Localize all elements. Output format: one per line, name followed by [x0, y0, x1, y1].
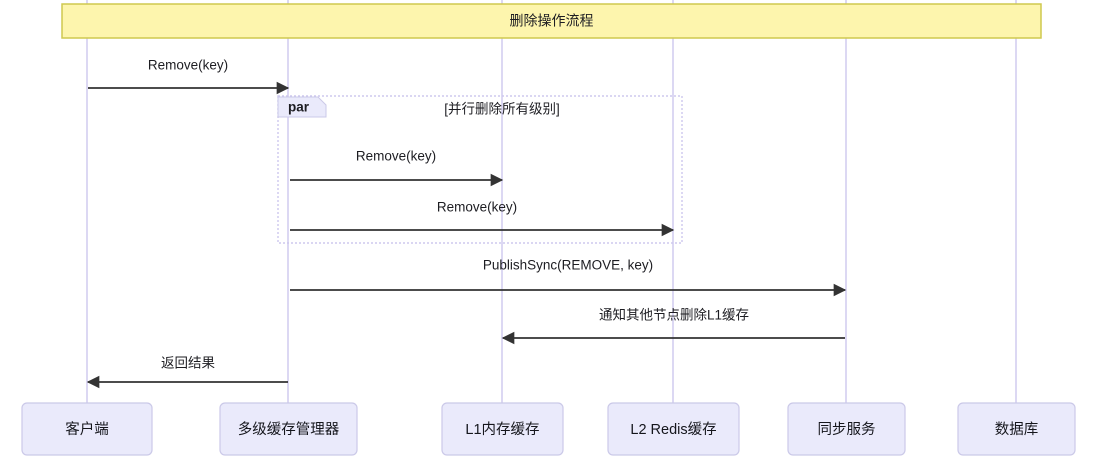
participant-manager[interactable]: 多级缓存管理器	[219, 402, 358, 456]
participant-label-l1: L1内存缓存	[465, 421, 539, 438]
msg-remove-l1: Remove(key)	[290, 149, 504, 187]
participant-label-client: 客户端	[65, 421, 109, 438]
diagram-title-bar: 删除操作流程	[61, 3, 1042, 39]
msg-return-result: 返回结果	[86, 356, 288, 389]
msg-return-result-label: 返回结果	[161, 356, 215, 371]
participant-box-manager[interactable]	[219, 402, 358, 456]
par-fragment-tab	[277, 96, 327, 118]
participant-box-db[interactable]	[957, 402, 1076, 456]
messages-group: Remove(key) Remove(key) Remove(key) Publish…	[86, 58, 847, 389]
participant-label-sync: 同步服务	[818, 421, 876, 438]
participant-l2[interactable]: L2 Redis缓存	[607, 402, 740, 456]
title-box	[61, 3, 1042, 39]
par-fragment: par [并行删除所有级别]	[277, 95, 683, 244]
participant-box-l1[interactable]	[441, 402, 564, 456]
participant-sync[interactable]: 同步服务	[787, 402, 906, 456]
diagram-title: 删除操作流程	[510, 13, 594, 29]
par-fragment-tab-label: par	[288, 100, 310, 115]
msg-notify-nodes: 通知其他节点删除L1缓存	[501, 307, 845, 345]
participant-label-l2: L2 Redis缓存	[630, 421, 716, 438]
lifelines-group	[86, 0, 1017, 403]
participant-label-db: 数据库	[995, 421, 1039, 438]
par-fragment-condition: [并行删除所有级别]	[444, 102, 560, 117]
msg-publishsync-label: PublishSync(REMOVE, key)	[483, 258, 653, 273]
msg-notify-nodes-label: 通知其他节点删除L1缓存	[599, 307, 749, 323]
participant-box-client[interactable]	[21, 402, 153, 456]
participant-label-manager: 多级缓存管理器	[238, 421, 340, 438]
msg-remove-l2-label: Remove(key)	[437, 200, 517, 215]
participant-client[interactable]: 客户端	[21, 402, 153, 456]
participant-box-sync[interactable]	[787, 402, 906, 456]
msg-remove-client: Remove(key)	[88, 58, 290, 95]
participant-l1[interactable]: L1内存缓存	[441, 402, 564, 456]
participant-db[interactable]: 数据库	[957, 402, 1076, 456]
actors-group: 客户端 多级缓存管理器 L1内存缓存 L2 Redis缓存 同步服务 数据库	[21, 402, 1076, 456]
msg-remove-l1-label: Remove(key)	[356, 149, 436, 164]
participant-box-l2[interactable]	[607, 402, 740, 456]
msg-publishsync: PublishSync(REMOVE, key)	[290, 258, 847, 297]
msg-remove-client-label: Remove(key)	[148, 58, 228, 73]
par-fragment-border	[277, 95, 683, 244]
msg-remove-l2: Remove(key)	[290, 200, 675, 237]
